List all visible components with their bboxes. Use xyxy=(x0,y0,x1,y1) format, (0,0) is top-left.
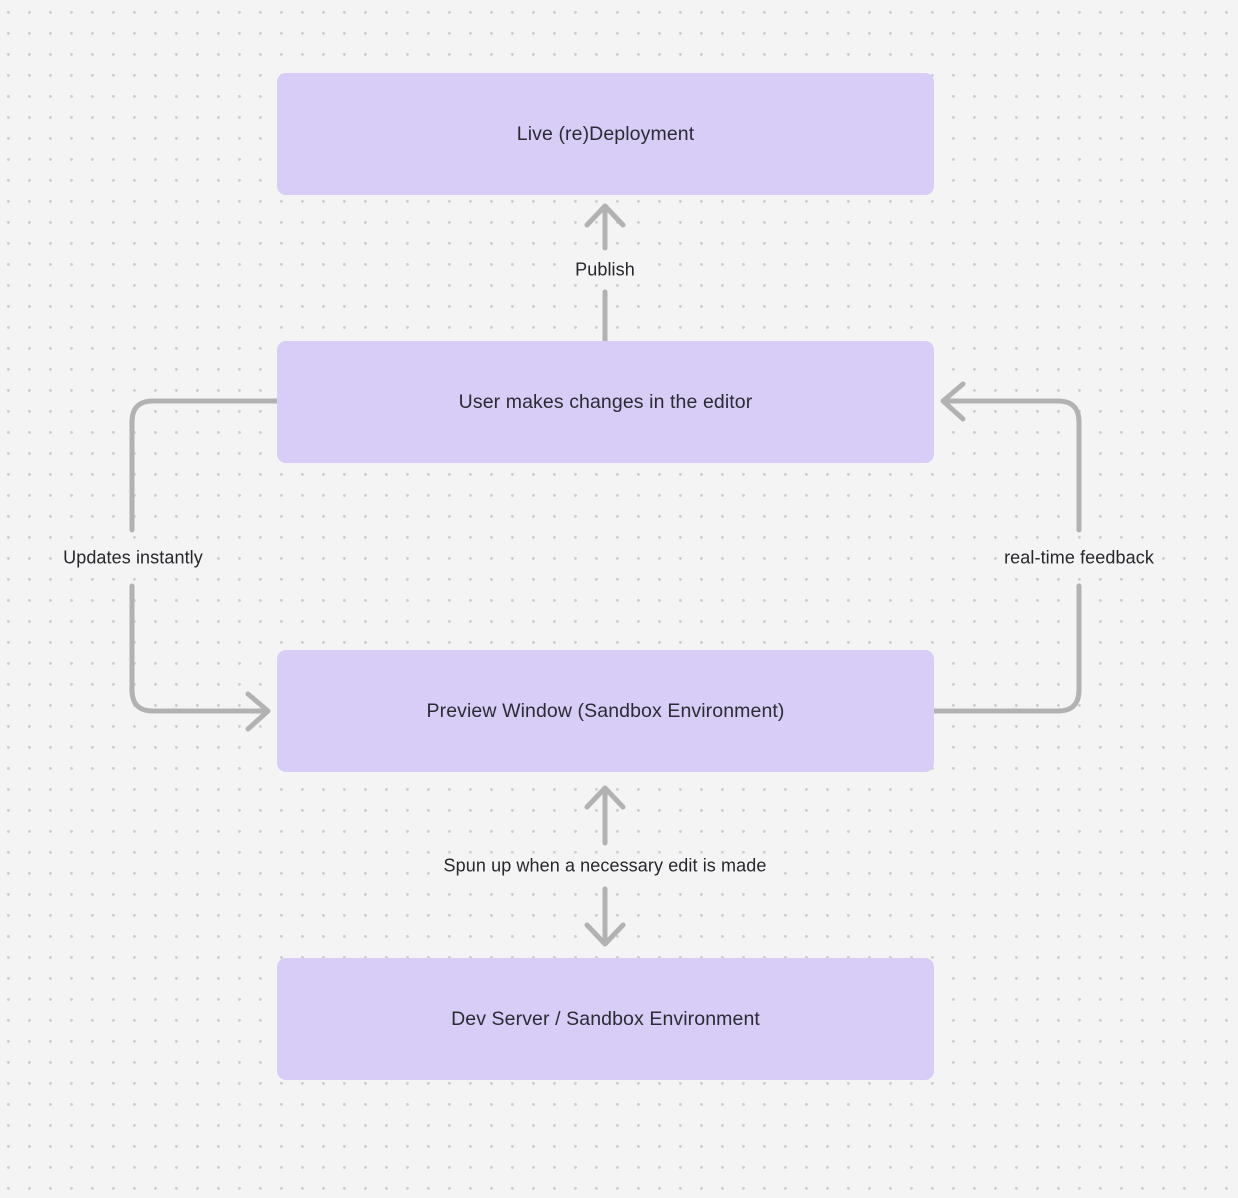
edge-publish-arrowhead xyxy=(584,203,626,228)
node-live-deployment[interactable]: Live (re)Deployment xyxy=(277,73,934,195)
node-dev-server[interactable]: Dev Server / Sandbox Environment xyxy=(277,958,934,1080)
edge-spunup-down-arrowhead xyxy=(584,922,626,947)
edge-spun-up xyxy=(584,785,626,947)
edge-publish xyxy=(584,203,626,344)
node-label: Preview Window (Sandbox Environment) xyxy=(426,699,785,722)
node-label: User makes changes in the editor xyxy=(458,390,753,413)
edge-label-spun-up: Spun up when a necessary edit is made xyxy=(436,853,774,879)
node-user-edits[interactable]: User makes changes in the editor xyxy=(277,341,934,463)
edge-spunup-up-arrowhead xyxy=(584,785,626,810)
edge-updates-instantly xyxy=(129,398,280,732)
node-label: Dev Server / Sandbox Environment xyxy=(451,1007,760,1030)
edge-feedback-lower-segment xyxy=(931,583,1082,714)
node-preview-window[interactable]: Preview Window (Sandbox Environment) xyxy=(277,650,934,772)
edge-real-time-feedback xyxy=(931,381,1082,714)
edge-label-updates-instantly: Updates instantly xyxy=(56,545,210,571)
edge-label-publish: Publish xyxy=(568,257,642,283)
edge-updates-lower-segment xyxy=(129,583,266,714)
edge-feedback-arrowhead xyxy=(940,381,966,422)
edge-updates-upper-segment xyxy=(129,398,280,533)
edge-feedback-upper-segment xyxy=(945,398,1082,533)
edge-label-real-time-feedback: real-time feedback xyxy=(997,545,1161,571)
node-label: Live (re)Deployment xyxy=(516,122,695,145)
edge-updates-arrowhead xyxy=(245,691,271,732)
